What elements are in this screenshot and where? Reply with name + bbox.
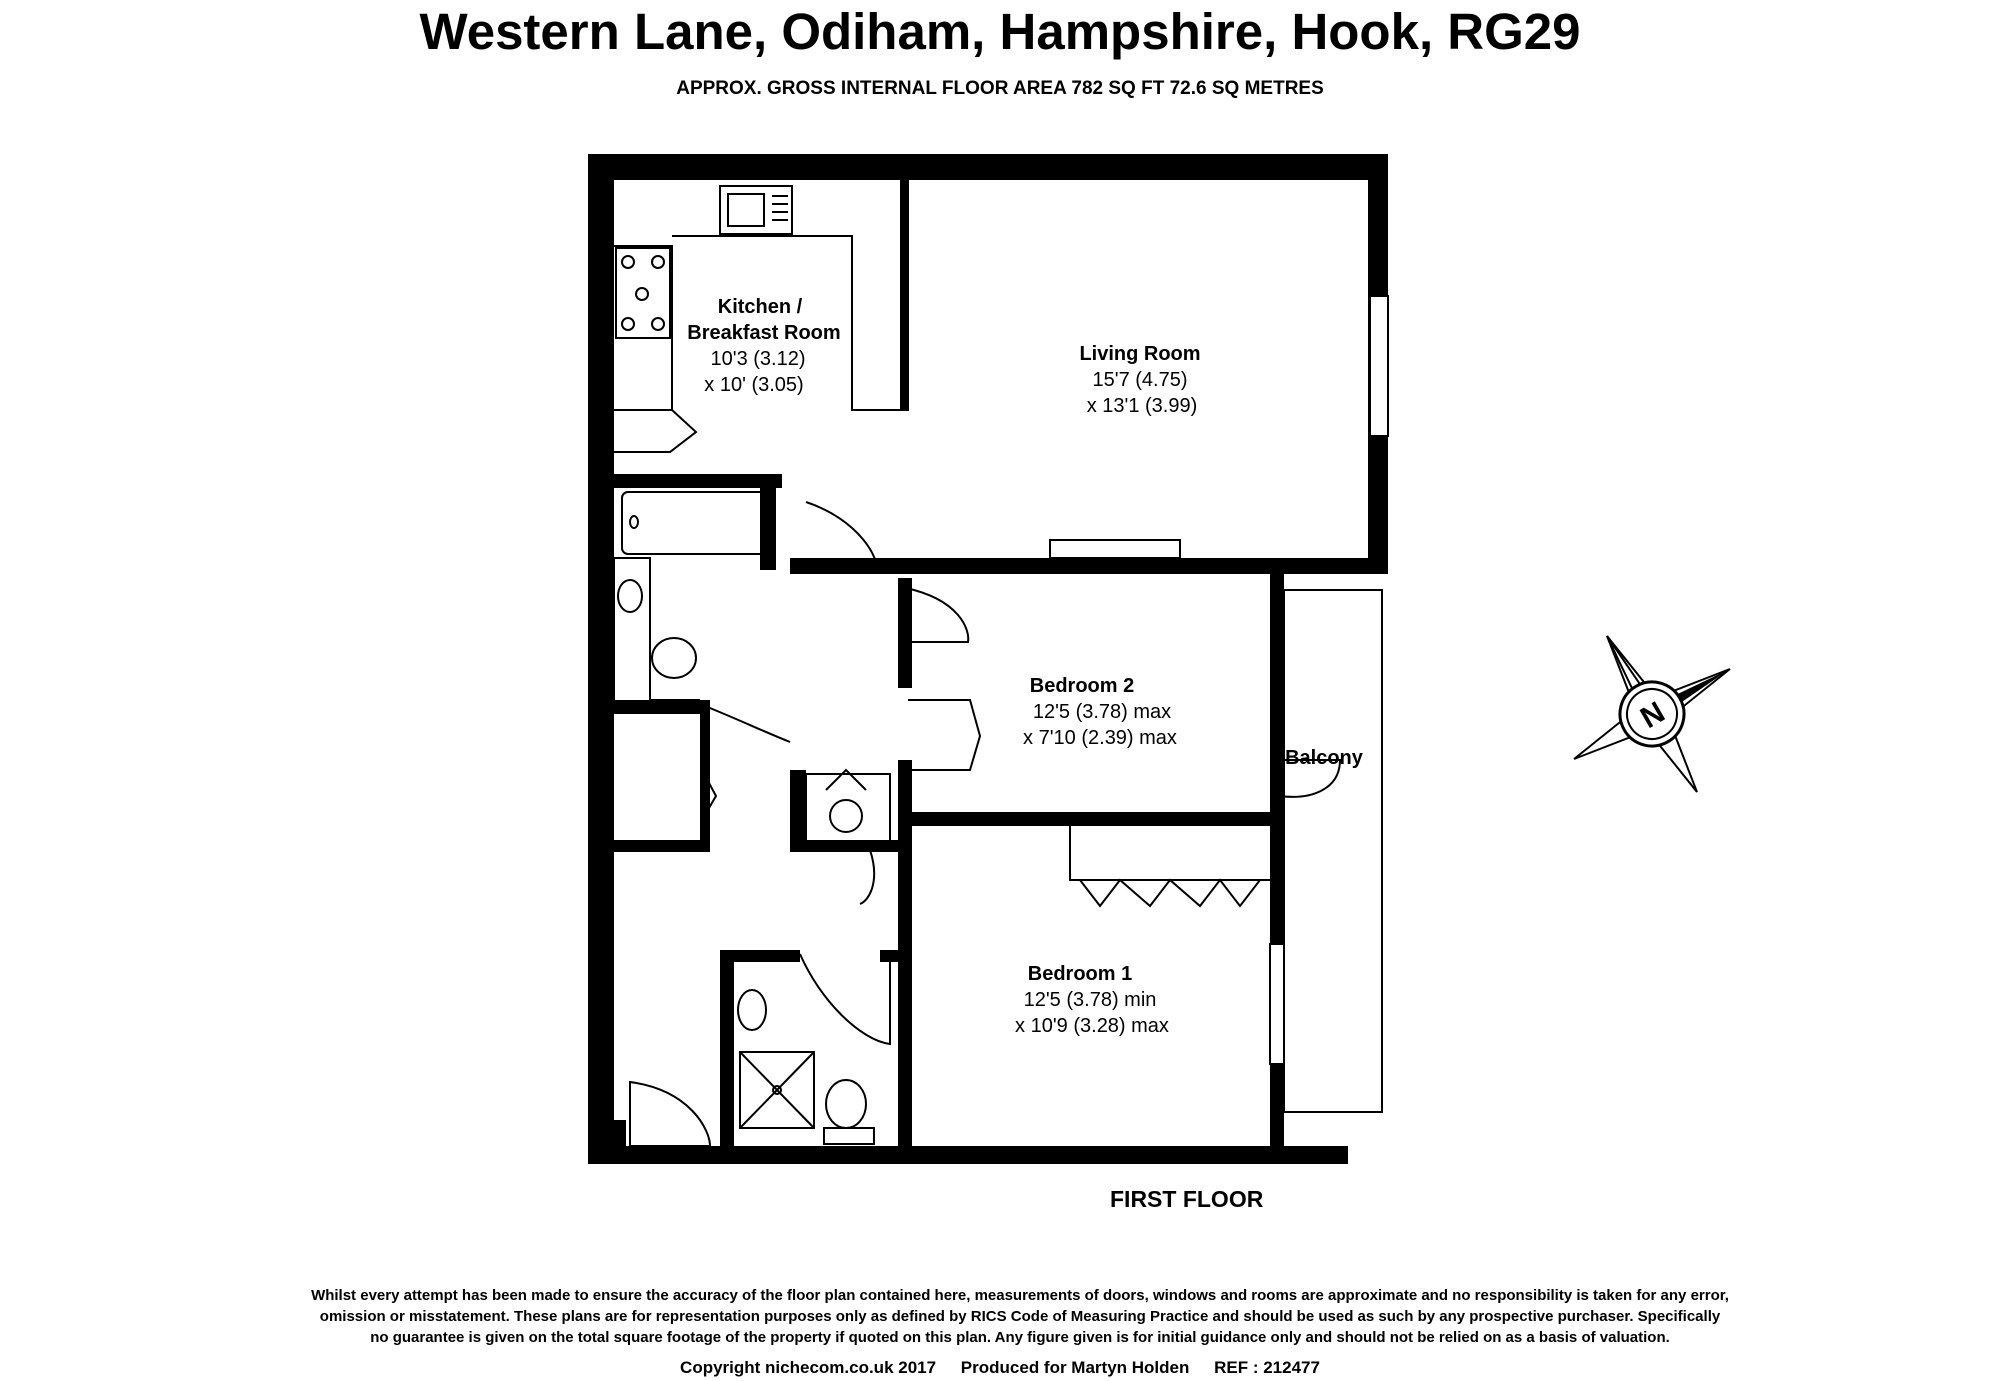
doors [629, 587, 1342, 1147]
bathroom-fittings [613, 491, 878, 743]
ensuite-door-icon [799, 953, 891, 1046]
copyright-text: Copyright nichecom.co.uk 2017 [680, 1358, 937, 1377]
bedroom1-name: Bedroom 1 [1028, 963, 1132, 985]
bedroom2-door-icon [905, 587, 970, 643]
page-title: Western Lane, Odiham, Hampshire, Hook, R… [419, 3, 1581, 60]
kitchen-fittings [614, 180, 909, 453]
disclaimer-line: no guarantee is given on the total squar… [370, 1329, 1670, 1346]
bathroom-door-icon [805, 501, 878, 571]
compass-rose-icon: N [1573, 635, 1731, 793]
footer: Copyright nichecom.co.uk 2017 Produced f… [0, 1358, 2000, 1378]
hall-door-icon [859, 849, 876, 905]
produced-for-text: Produced for Martyn Holden [960, 1358, 1190, 1377]
kitchen-dim-1: 10'3 (3.12) [711, 348, 806, 370]
basin-icon [617, 579, 643, 613]
kitchen-dim-2: x 10' (3.05) [704, 374, 803, 396]
bedroom1-window [1269, 943, 1285, 1065]
bedroom1-dim-1: 12'5 (3.78) min [1024, 989, 1157, 1011]
front-door-icon [629, 1080, 712, 1147]
boiler-cupboard [805, 773, 891, 849]
living-window [1369, 295, 1389, 437]
kitchen-name-1: Kitchen / [718, 296, 803, 318]
ensuite-toilet-icon [825, 1079, 867, 1129]
living-dim-1: 15'7 (4.75) [1093, 369, 1188, 391]
bedroom2-wardrobe-icon [908, 699, 982, 771]
shower-tray-icon [739, 1051, 815, 1129]
floor-label: FIRST FLOOR [1110, 1186, 1264, 1212]
sink-icon [719, 185, 793, 235]
walls [588, 154, 1388, 1164]
toilet-icon [651, 637, 697, 679]
room-labels: Kitchen / Breakfast Room 10'3 (3.12) x 1… [687, 296, 1363, 1037]
living-dim-2: x 13'1 (3.99) [1087, 395, 1198, 417]
living-name: Living Room [1079, 343, 1200, 365]
bedroom2-dim-2: x 7'10 (2.39) max [1023, 727, 1177, 749]
cupboard-door-icon [701, 769, 718, 821]
floor-area-subtitle: APPROX. GROSS INTERNAL FLOOR AREA 782 SQ… [676, 78, 1324, 99]
bath-icon [621, 491, 771, 555]
heater-vent [1049, 539, 1181, 559]
bedroom1-dim-2: x 10'9 (3.28) max [1015, 1015, 1169, 1037]
balcony-outline [1283, 589, 1383, 1113]
windows [1049, 295, 1389, 1065]
balcony-name: Balcony [1285, 747, 1364, 769]
disclaimer-line: Whilst every attempt has been made to en… [311, 1287, 1729, 1304]
kitchen-name-2: Breakfast Room [687, 322, 840, 344]
reference-text: REF : 212477 [1214, 1358, 1320, 1377]
bedroom2-dim-1: 12'5 (3.78) max [1033, 701, 1171, 723]
bedroom2-name: Bedroom 2 [1030, 675, 1134, 697]
disclaimer-line: omission or misstatement. These plans ar… [319, 1308, 1721, 1325]
boiler-icon [829, 799, 863, 833]
bedroom1-wardrobe-icon [1069, 826, 1270, 908]
disclaimer: Whilst every attempt has been made to en… [200, 1285, 1840, 1348]
ensuite-basin-icon [737, 989, 767, 1031]
ensuite-fittings [737, 989, 875, 1145]
kitchen-door-icon [614, 409, 698, 453]
hob-icon [615, 247, 671, 339]
balcony-door-icon [1279, 759, 1342, 798]
